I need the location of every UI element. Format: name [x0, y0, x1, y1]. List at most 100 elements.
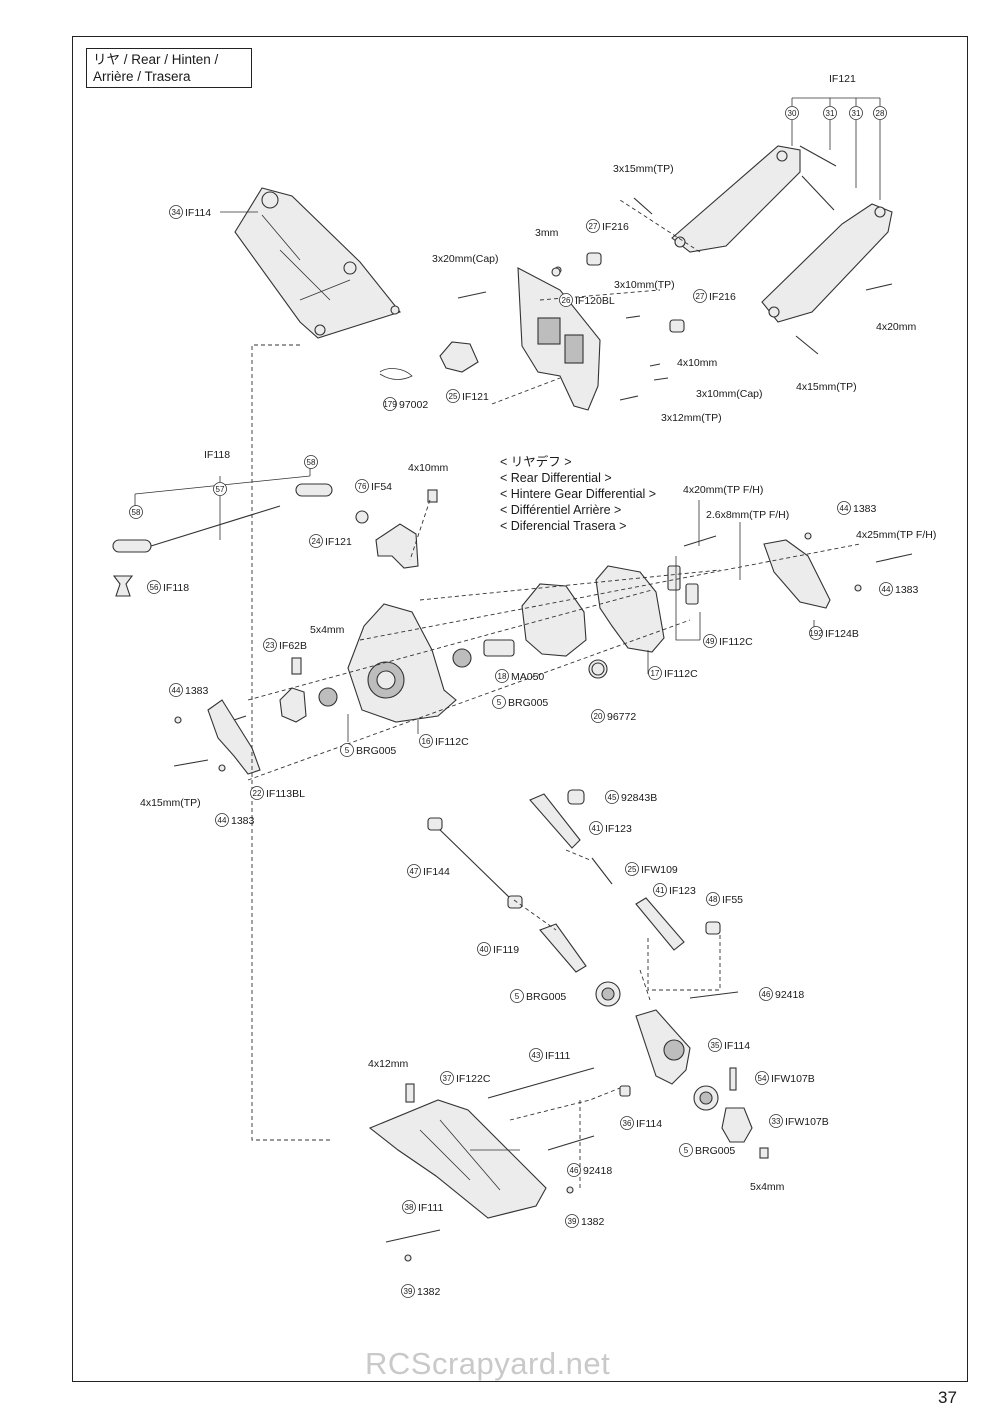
svg-text:26: 26	[562, 296, 571, 305]
svg-text:4x20mm(TP F/H): 4x20mm(TP F/H)	[683, 484, 763, 496]
callout: IF118	[204, 449, 230, 461]
svg-text:38: 38	[405, 1203, 414, 1212]
diff-title-de: < Hintere Gear Differential >	[500, 487, 657, 501]
section-title-line2: Arrière / Trasera	[93, 69, 191, 84]
diff-title-fr: < Différentiel Arrière >	[500, 503, 622, 517]
svg-text:5: 5	[497, 698, 502, 707]
callout: 58	[129, 505, 143, 519]
svg-text:97002: 97002	[399, 399, 428, 411]
svg-text:5: 5	[684, 1146, 689, 1155]
rear-hub-right-drawing	[635, 991, 769, 1159]
page-number: 37	[938, 1388, 957, 1407]
svg-text:40: 40	[480, 945, 489, 954]
page-frame	[72, 36, 968, 1382]
svg-text:IF123: IF123	[605, 823, 632, 835]
svg-text:18: 18	[498, 672, 507, 681]
svg-text:IF121: IF121	[462, 391, 489, 403]
svg-text:3x10mm(TP): 3x10mm(TP)	[614, 279, 675, 291]
rear-diff-heading: < リヤデフ > < Rear Differential > < Hintere…	[500, 454, 656, 534]
svg-text:BRG005: BRG005	[508, 697, 548, 709]
svg-text:5x4mm: 5x4mm	[750, 1181, 785, 1193]
svg-text:3x15mm(TP): 3x15mm(TP)	[613, 163, 674, 175]
svg-text:23: 23	[266, 641, 275, 650]
svg-text:IF113BL: IF113BL	[266, 788, 305, 800]
callout: 4x15mm(TP)	[140, 797, 201, 809]
svg-text:3x12mm(TP): 3x12mm(TP)	[661, 412, 722, 424]
gearbox-housing-left-drawing	[279, 603, 472, 723]
svg-text:1382: 1382	[581, 1216, 605, 1228]
svg-text:36: 36	[623, 1119, 632, 1128]
svg-text:44: 44	[172, 686, 181, 695]
section-title-box: リヤ / Rear / Hinten / Arrière / Trasera	[86, 48, 252, 88]
rear-upper-arm-drawing	[234, 187, 401, 339]
svg-text:IF111: IF111	[418, 1202, 443, 1214]
svg-text:4x12mm: 4x12mm	[368, 1058, 409, 1070]
svg-text:IF55: IF55	[722, 894, 743, 906]
svg-text:1382: 1382	[417, 1286, 441, 1298]
callout: 31	[849, 106, 863, 120]
svg-text:IF112C: IF112C	[664, 668, 698, 680]
svg-text:57: 57	[216, 485, 225, 494]
svg-text:IF216: IF216	[602, 221, 629, 233]
svg-text:48: 48	[709, 895, 718, 904]
svg-text:33: 33	[772, 1117, 781, 1126]
rear-bulkhead-plate-drawing	[517, 252, 685, 411]
callout: 17 IF112C	[648, 666, 698, 680]
svg-text:58: 58	[307, 458, 316, 467]
svg-text:16: 16	[422, 737, 431, 746]
callout: 58	[304, 455, 318, 469]
svg-text:1383: 1383	[895, 584, 919, 596]
svg-text:1383: 1383	[231, 815, 255, 827]
section-title-line1: リヤ / Rear / Hinten /	[93, 52, 219, 67]
svg-text:IF120BL: IF120BL	[575, 295, 615, 307]
callout: IF121	[829, 73, 856, 85]
svg-text:31: 31	[826, 109, 835, 118]
callout: 40 IF119	[477, 942, 519, 956]
svg-text:92418: 92418	[583, 1165, 612, 1177]
callout: 4x20mm(TP F/H)	[683, 484, 763, 496]
svg-text:5x4mm: 5x4mm	[310, 624, 345, 636]
svg-text:IF123: IF123	[669, 885, 696, 897]
svg-text:37: 37	[443, 1074, 452, 1083]
svg-text:IF118: IF118	[204, 449, 230, 461]
diff-title-jp: < リヤデフ >	[500, 455, 572, 469]
alignment-lines	[247, 199, 861, 1190]
svg-text:IFW107B: IFW107B	[771, 1073, 815, 1085]
svg-text:IF119: IF119	[493, 944, 519, 956]
callout: 28	[873, 106, 887, 120]
svg-text:192: 192	[809, 629, 823, 638]
callout: 31	[823, 106, 837, 120]
svg-text:30: 30	[788, 109, 797, 118]
svg-text:IF121: IF121	[325, 536, 352, 548]
svg-text:45: 45	[608, 793, 617, 802]
callout: 18 MA050	[495, 669, 544, 683]
callout: 4x15mm(TP)	[796, 381, 857, 393]
svg-text:IFW107B: IFW107B	[785, 1116, 829, 1128]
svg-text:MA050: MA050	[511, 671, 544, 683]
svg-text:44: 44	[218, 816, 227, 825]
svg-text:IF118: IF118	[163, 582, 189, 594]
svg-text:44: 44	[882, 585, 891, 594]
watermark-text: RCScrapyard.net	[365, 1346, 611, 1381]
svg-text:49: 49	[706, 637, 715, 646]
callout: 33 IFW107B	[769, 1114, 829, 1128]
svg-text:17: 17	[651, 669, 660, 678]
svg-text:BRG005: BRG005	[526, 991, 566, 1003]
callout: 38 IF111	[402, 1200, 443, 1214]
